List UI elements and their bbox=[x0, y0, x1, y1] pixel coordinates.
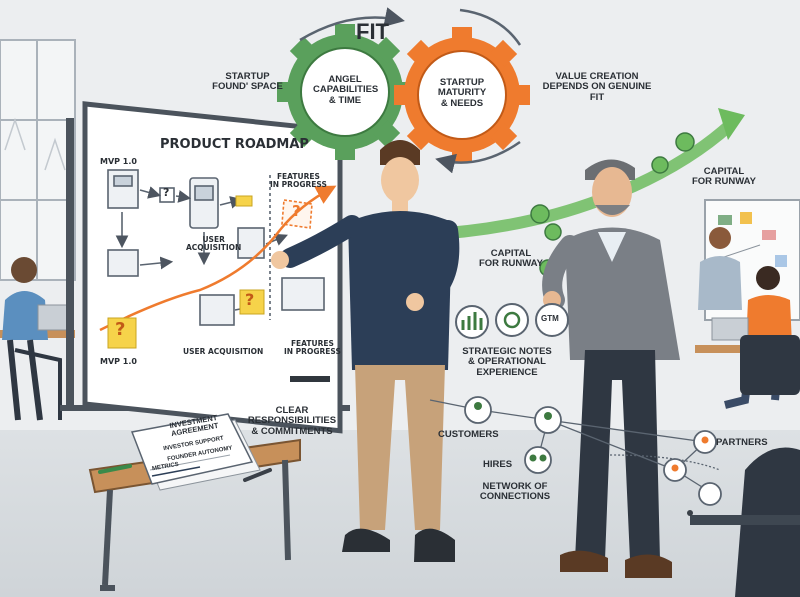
gear-left-label: ANGEL CAPABILITIES & TIME bbox=[313, 74, 379, 106]
startup-space-label: STARTUP FOUND' SPACE bbox=[212, 71, 283, 93]
presenter-person bbox=[271, 140, 460, 562]
features-bottom-label: FEATURES IN PROGRESS bbox=[284, 339, 341, 357]
pen-dark bbox=[243, 468, 272, 482]
strategic-notes-label: STRATEGIC NOTES & OPERATIONAL EXPERIENCE bbox=[462, 346, 552, 378]
mvp-top-label: MVP 1.0 bbox=[100, 157, 137, 166]
hires-label: HIRES bbox=[483, 459, 513, 470]
office-window bbox=[0, 39, 76, 281]
user-acquisition-bottom: USER ACQUISITION bbox=[183, 347, 264, 356]
gtm-badge: GTM bbox=[541, 314, 559, 323]
fit-arrow-bottom bbox=[435, 140, 521, 174]
floor-dot bbox=[687, 510, 693, 516]
mvp-bottom-label: MVP 1.0 bbox=[100, 357, 137, 366]
partners-label: PARTNERS bbox=[716, 437, 768, 448]
capital-mid-label: CAPITAL FOR RUNWAY bbox=[478, 248, 544, 270]
clear-responsibilities-label: CLEAR RESPONSIBILITIES & COMMITMENTS bbox=[247, 405, 337, 437]
small-question-mark: ? bbox=[163, 186, 170, 199]
box-question-mark: ? bbox=[292, 202, 301, 220]
gear-green bbox=[277, 24, 413, 160]
sticky-question-right: ? bbox=[245, 290, 255, 309]
capital-top-label: CAPITAL FOR RUNWAY bbox=[691, 166, 757, 188]
features-top-label: FEATURES IN PROGRESS bbox=[270, 172, 327, 190]
user-acquisition-mid: USER ACQUISITION bbox=[186, 235, 242, 253]
investor-person bbox=[542, 159, 680, 578]
sticky-question-left: ? bbox=[115, 319, 126, 340]
foreground-chair bbox=[690, 447, 800, 597]
value-creation-label: VALUE CREATION DEPENDS ON GENUINE FIT bbox=[542, 71, 652, 103]
fit-arrow-top bbox=[299, 7, 405, 42]
pen-green bbox=[98, 464, 132, 474]
sticky-note-left bbox=[107, 317, 137, 349]
growth-arrow-head bbox=[718, 108, 745, 140]
sticky-note-small bbox=[235, 195, 253, 207]
gear-right-label: STARTUP MATURITY & NEEDS bbox=[437, 77, 487, 109]
fit-title: FIT bbox=[356, 19, 389, 44]
roadmap-progress-curve bbox=[99, 185, 337, 332]
roadmap-title: PRODUCT ROADMAP bbox=[160, 137, 309, 152]
fit-arc-right bbox=[459, 8, 522, 46]
roadmap-sketches bbox=[107, 169, 325, 326]
strategy-icons bbox=[455, 303, 569, 339]
investment-agreement-paper bbox=[130, 413, 261, 491]
customers-label: CUSTOMERS bbox=[438, 429, 499, 440]
network-nodes bbox=[464, 396, 722, 506]
background-worker-right bbox=[695, 227, 800, 409]
network-label: NETWORK OF CONNECTIONS bbox=[479, 481, 551, 503]
gear-orange bbox=[394, 27, 530, 163]
sticky-note-right bbox=[239, 289, 265, 315]
background-worker-left bbox=[0, 257, 75, 421]
roadmap-whiteboard bbox=[60, 101, 350, 434]
